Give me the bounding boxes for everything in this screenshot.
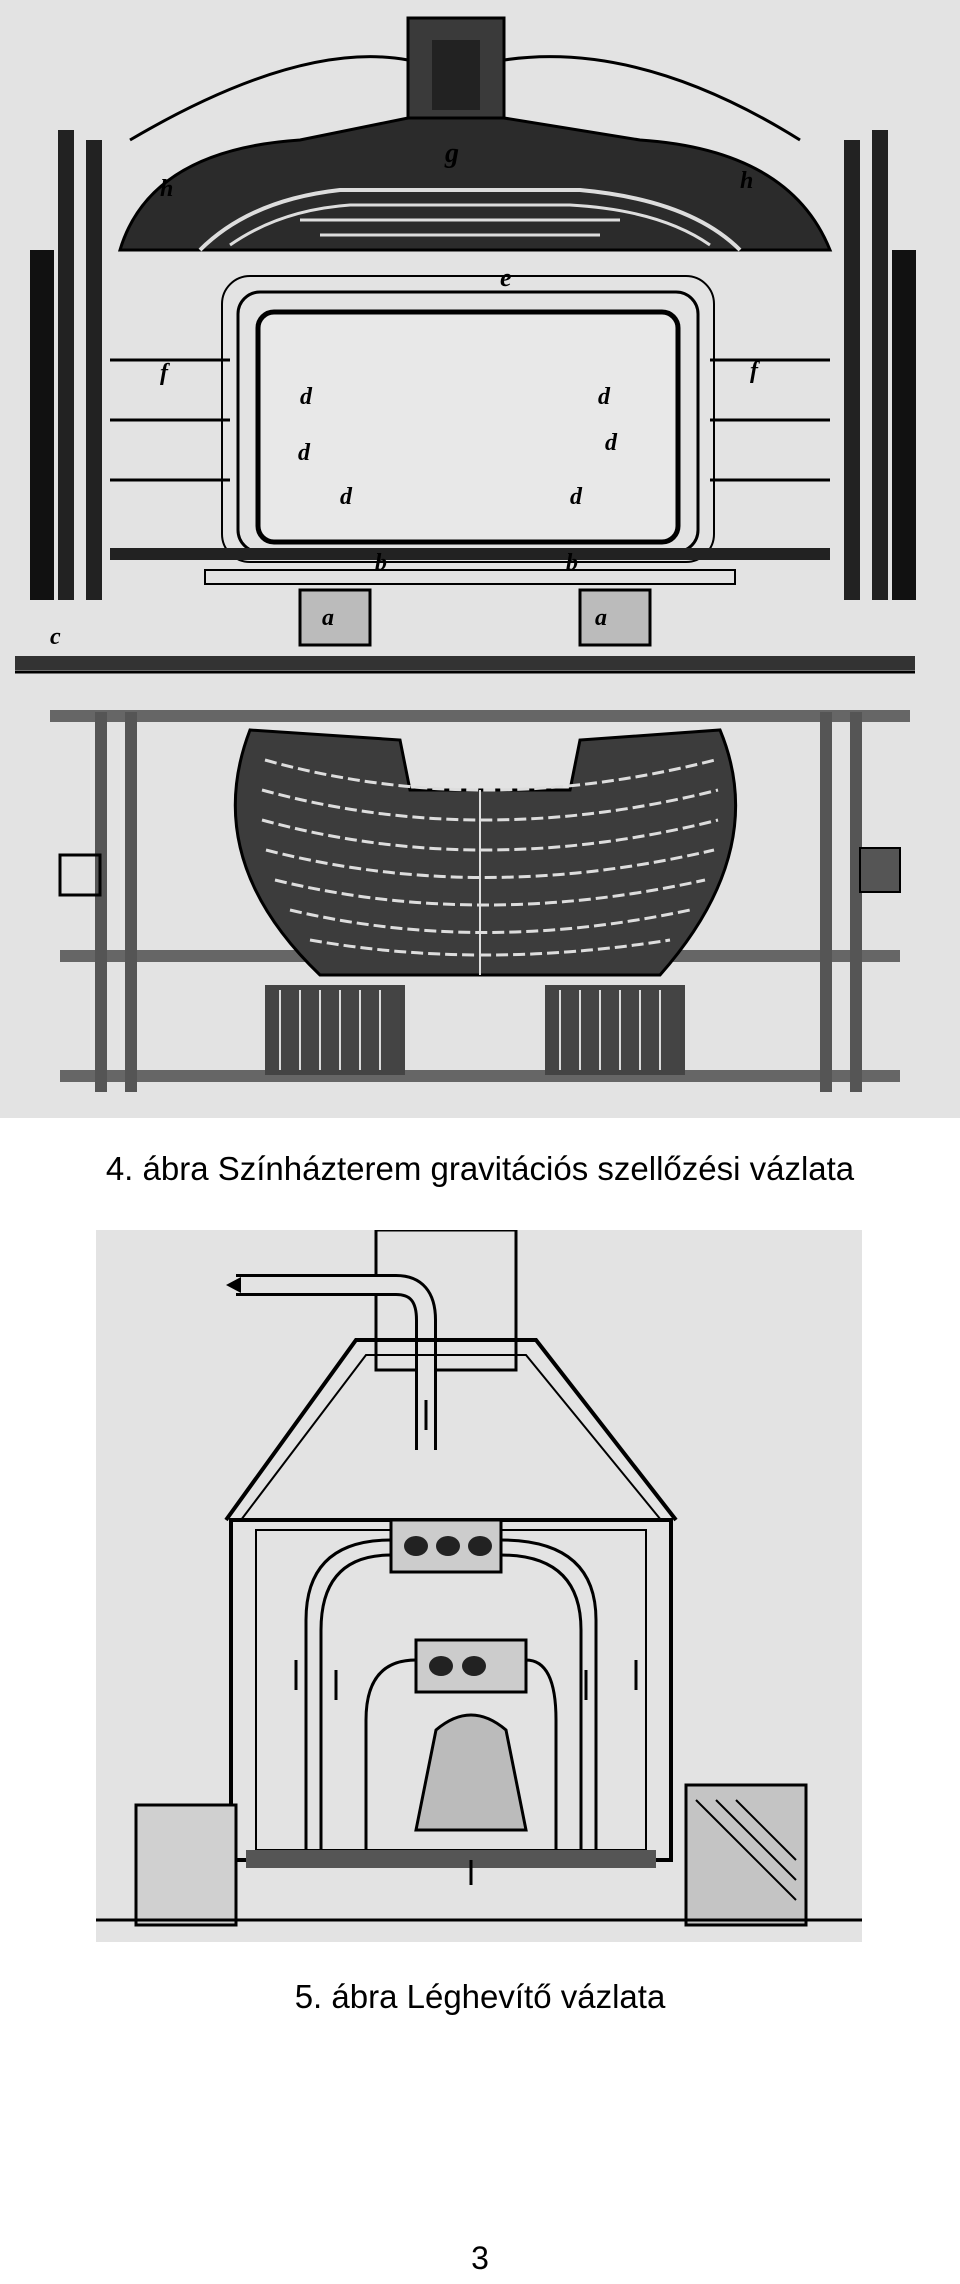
theater-section-drawing: g h h e f f d d d d d d b b a a c: [15, 16, 916, 1092]
label-f-right: f: [750, 358, 760, 384]
figure-5-air-heater-drawing: [96, 1230, 862, 1942]
figure-4-caption: 4. ábra Színházterem gravitációs szellőz…: [105, 1150, 855, 1187]
label-a-right: a: [595, 605, 607, 631]
label-d-1: d: [300, 384, 313, 410]
label-d-4: d: [598, 384, 611, 410]
label-d-6: d: [570, 484, 583, 510]
label-e: e: [500, 263, 512, 292]
label-b-right: b: [566, 550, 578, 576]
label-b-left: b: [375, 550, 387, 576]
figure-5-caption: 5. ábra Léghevítő vázlata: [294, 1978, 666, 2015]
label-h-left: h: [160, 176, 173, 202]
label-a-left: a: [322, 605, 334, 631]
label-d-5: d: [605, 430, 618, 456]
figure-4-theater-ventilation-drawing: g h h e f f d d d d d d b b a a c: [0, 0, 960, 1118]
label-c: c: [50, 624, 61, 650]
label-d-2: d: [298, 440, 311, 466]
label-f-left: f: [160, 360, 170, 386]
page-number: 3: [471, 2240, 489, 2276]
label-h-right: h: [740, 168, 753, 194]
label-g: g: [444, 138, 459, 169]
label-d-3: d: [340, 484, 353, 510]
air-heater-drawing: [96, 1230, 862, 1927]
